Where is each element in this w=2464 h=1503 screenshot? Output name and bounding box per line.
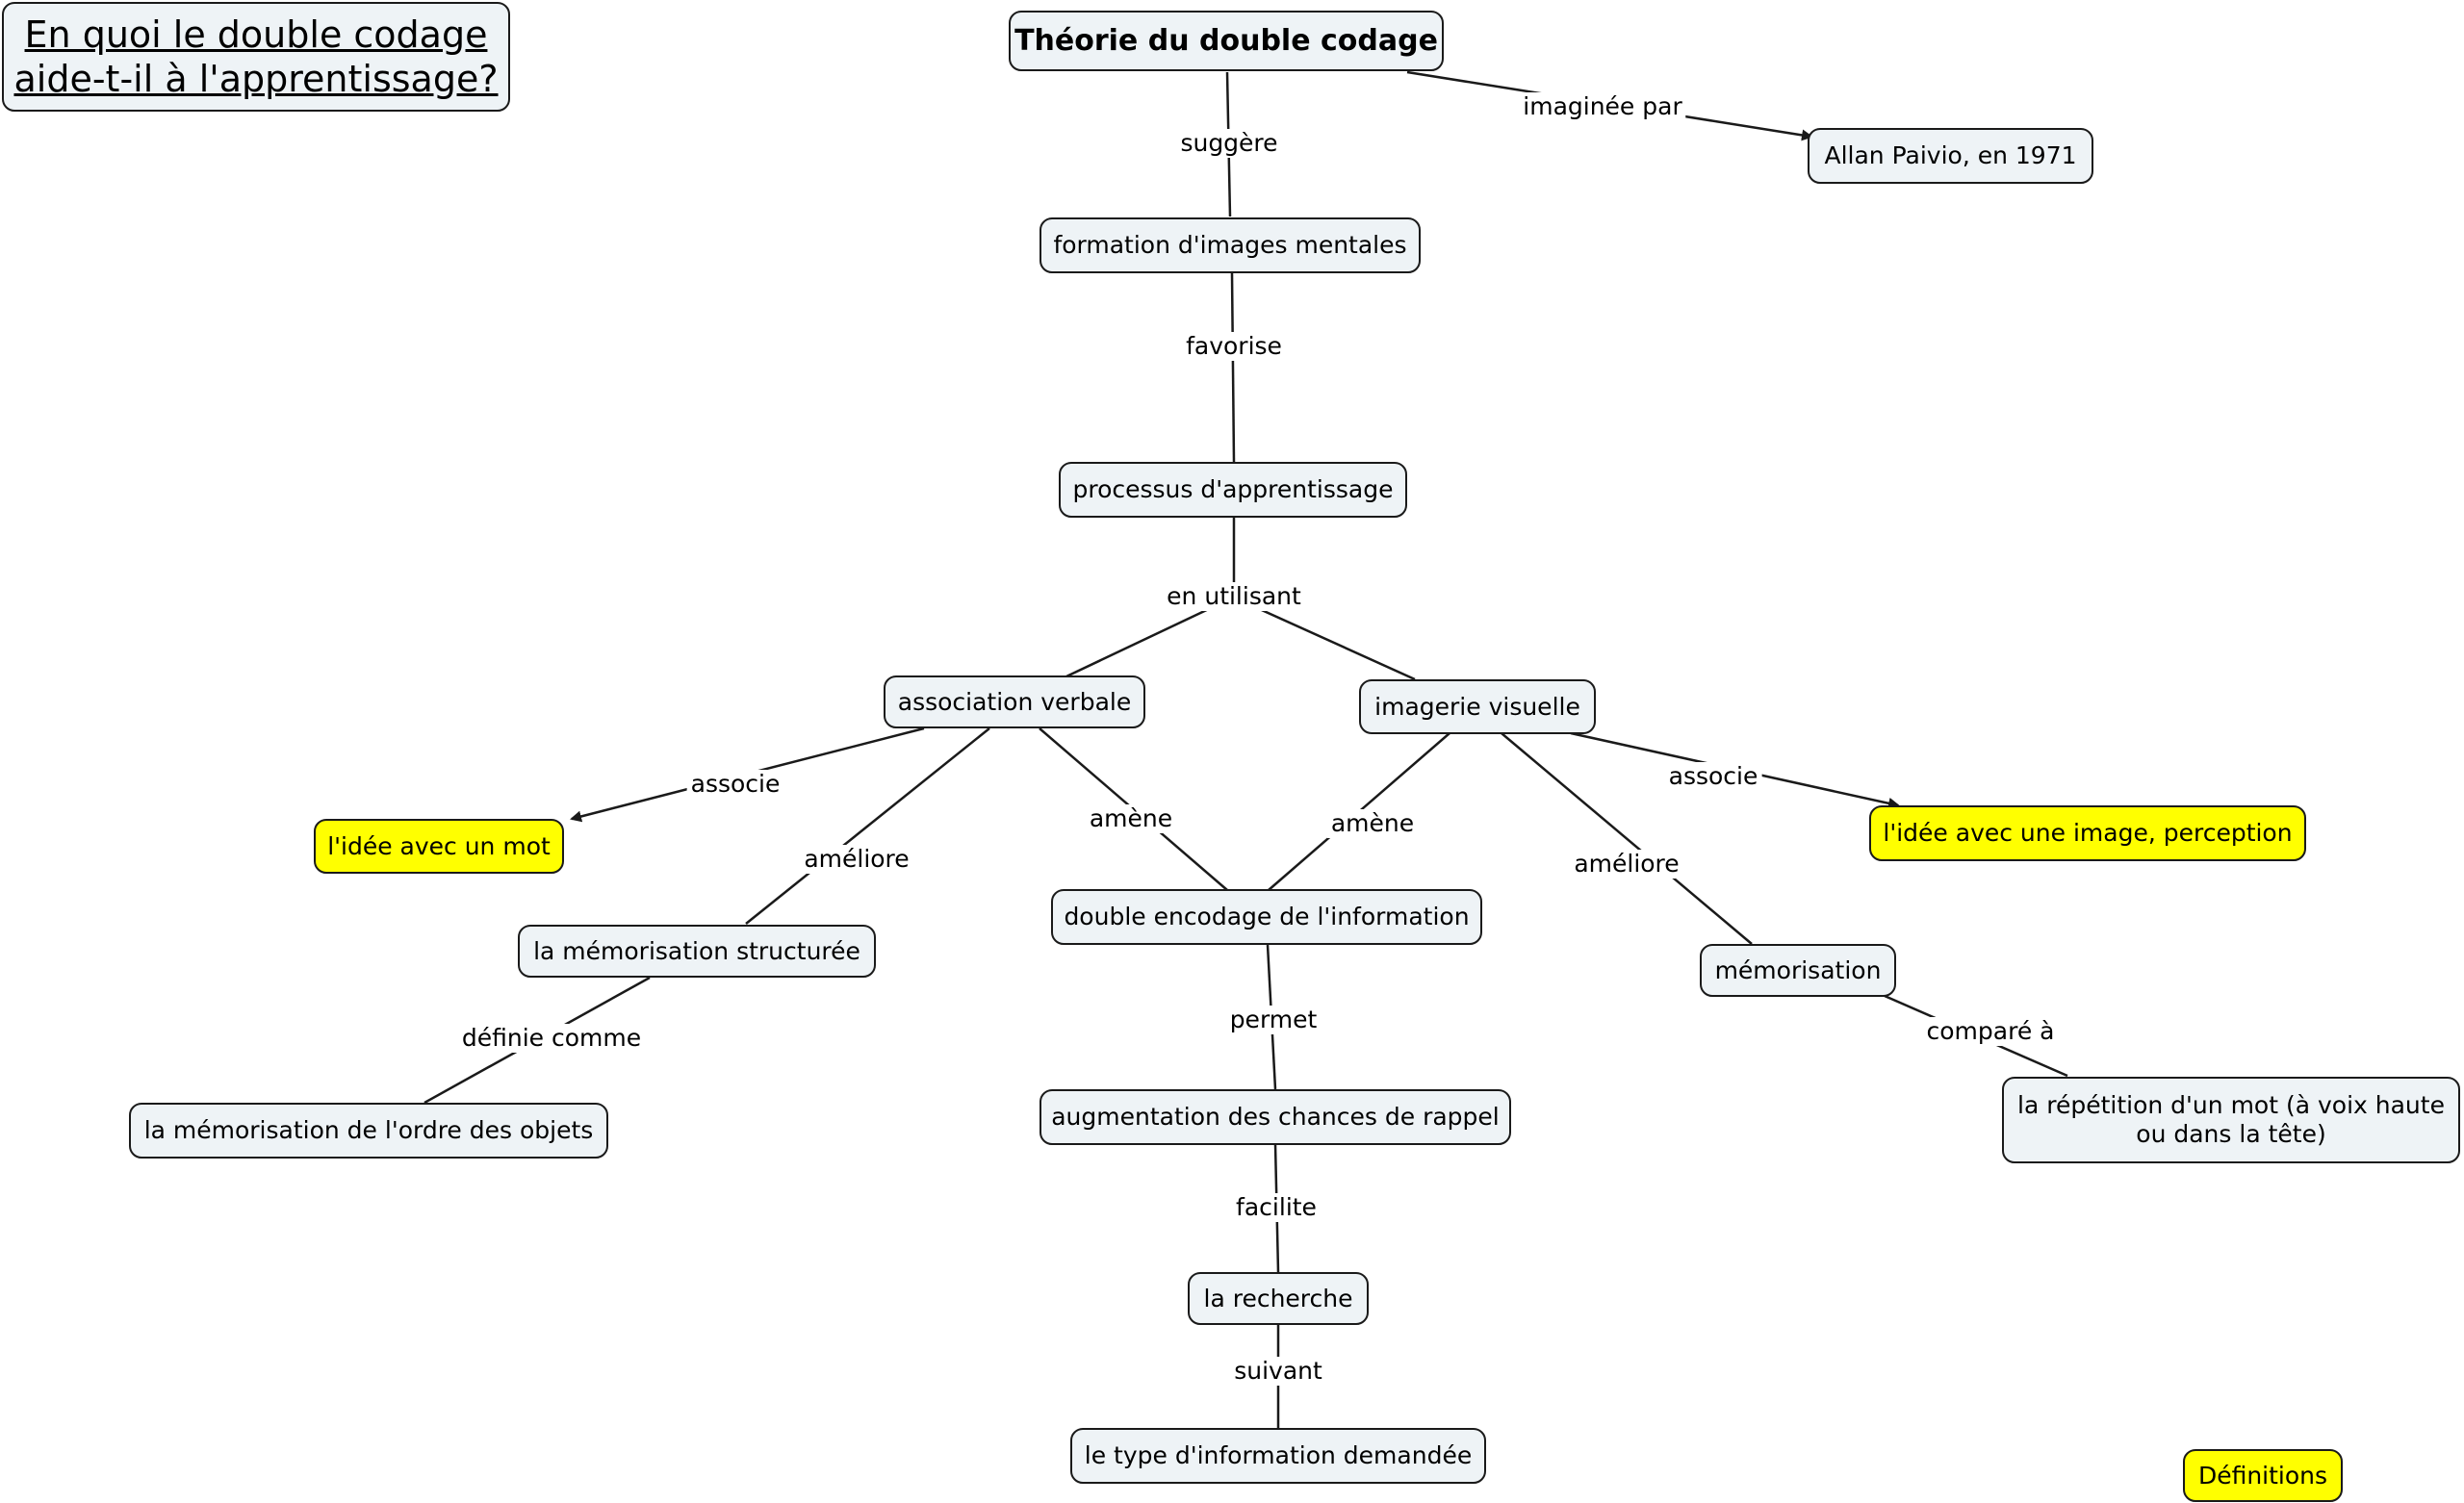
node-theorie[interactable]: Théorie du double codage (1009, 11, 1444, 71)
link-label-imaginee-par: imaginée par (1519, 92, 1686, 121)
link-label-associe-right: associe (1664, 762, 1762, 791)
link-label-favorise: favorise (1182, 332, 1286, 361)
node-idee-mot[interactable]: l'idée avec un mot (314, 819, 564, 874)
connector (1065, 604, 1216, 678)
connector (745, 727, 990, 925)
link-label-suivant: suivant (1230, 1357, 1326, 1386)
node-repetition[interactable]: la répétition d'un mot (à voix haute ou … (2002, 1077, 2460, 1163)
link-label-amene-left: amène (1085, 804, 1177, 833)
connector (1252, 604, 1416, 681)
link-label-facilite: facilite (1232, 1193, 1321, 1222)
node-augmentation[interactable]: augmentation des chances de rappel (1040, 1089, 1511, 1145)
connector (1501, 732, 1753, 945)
link-label-suggere: suggère (1176, 129, 1282, 158)
node-memo-ordre[interactable]: la mémorisation de l'ordre des objets (129, 1103, 608, 1159)
node-double-encodage[interactable]: double encodage de l'information (1051, 889, 1482, 945)
node-definitions[interactable]: Définitions (2183, 1449, 2343, 1502)
link-label-definie-comme: définie comme (457, 1024, 646, 1053)
map-title: En quoi le double codage aide-t-il à l'a… (2, 2, 510, 112)
link-label-ameliore-right: améliore (1570, 850, 1683, 879)
node-paivio[interactable]: Allan Paivio, en 1971 (1808, 128, 2093, 184)
link-label-en-utilisant: en utilisant (1163, 582, 1305, 611)
connector (1230, 272, 1236, 463)
node-type-information[interactable]: le type d'information demandée (1070, 1428, 1486, 1484)
link-label-compare-a: comparé à (1922, 1017, 2059, 1046)
node-memorisation[interactable]: mémorisation (1700, 944, 1896, 997)
node-recherche[interactable]: la recherche (1188, 1272, 1369, 1325)
link-label-associe-left: associe (686, 770, 784, 799)
node-memo-structuree[interactable]: la mémorisation structurée (518, 925, 876, 978)
node-idee-image[interactable]: l'idée avec une image, perception (1869, 805, 2306, 861)
node-imagerie[interactable]: imagerie visuelle (1359, 679, 1596, 734)
node-formation[interactable]: formation d'images mentales (1040, 217, 1421, 273)
node-processus[interactable]: processus d'apprentissage (1059, 462, 1407, 518)
node-association[interactable]: association verbale (884, 675, 1145, 728)
link-label-ameliore-left: améliore (800, 845, 913, 874)
link-label-amene-right: amène (1326, 809, 1419, 838)
link-label-permet: permet (1225, 1006, 1322, 1034)
